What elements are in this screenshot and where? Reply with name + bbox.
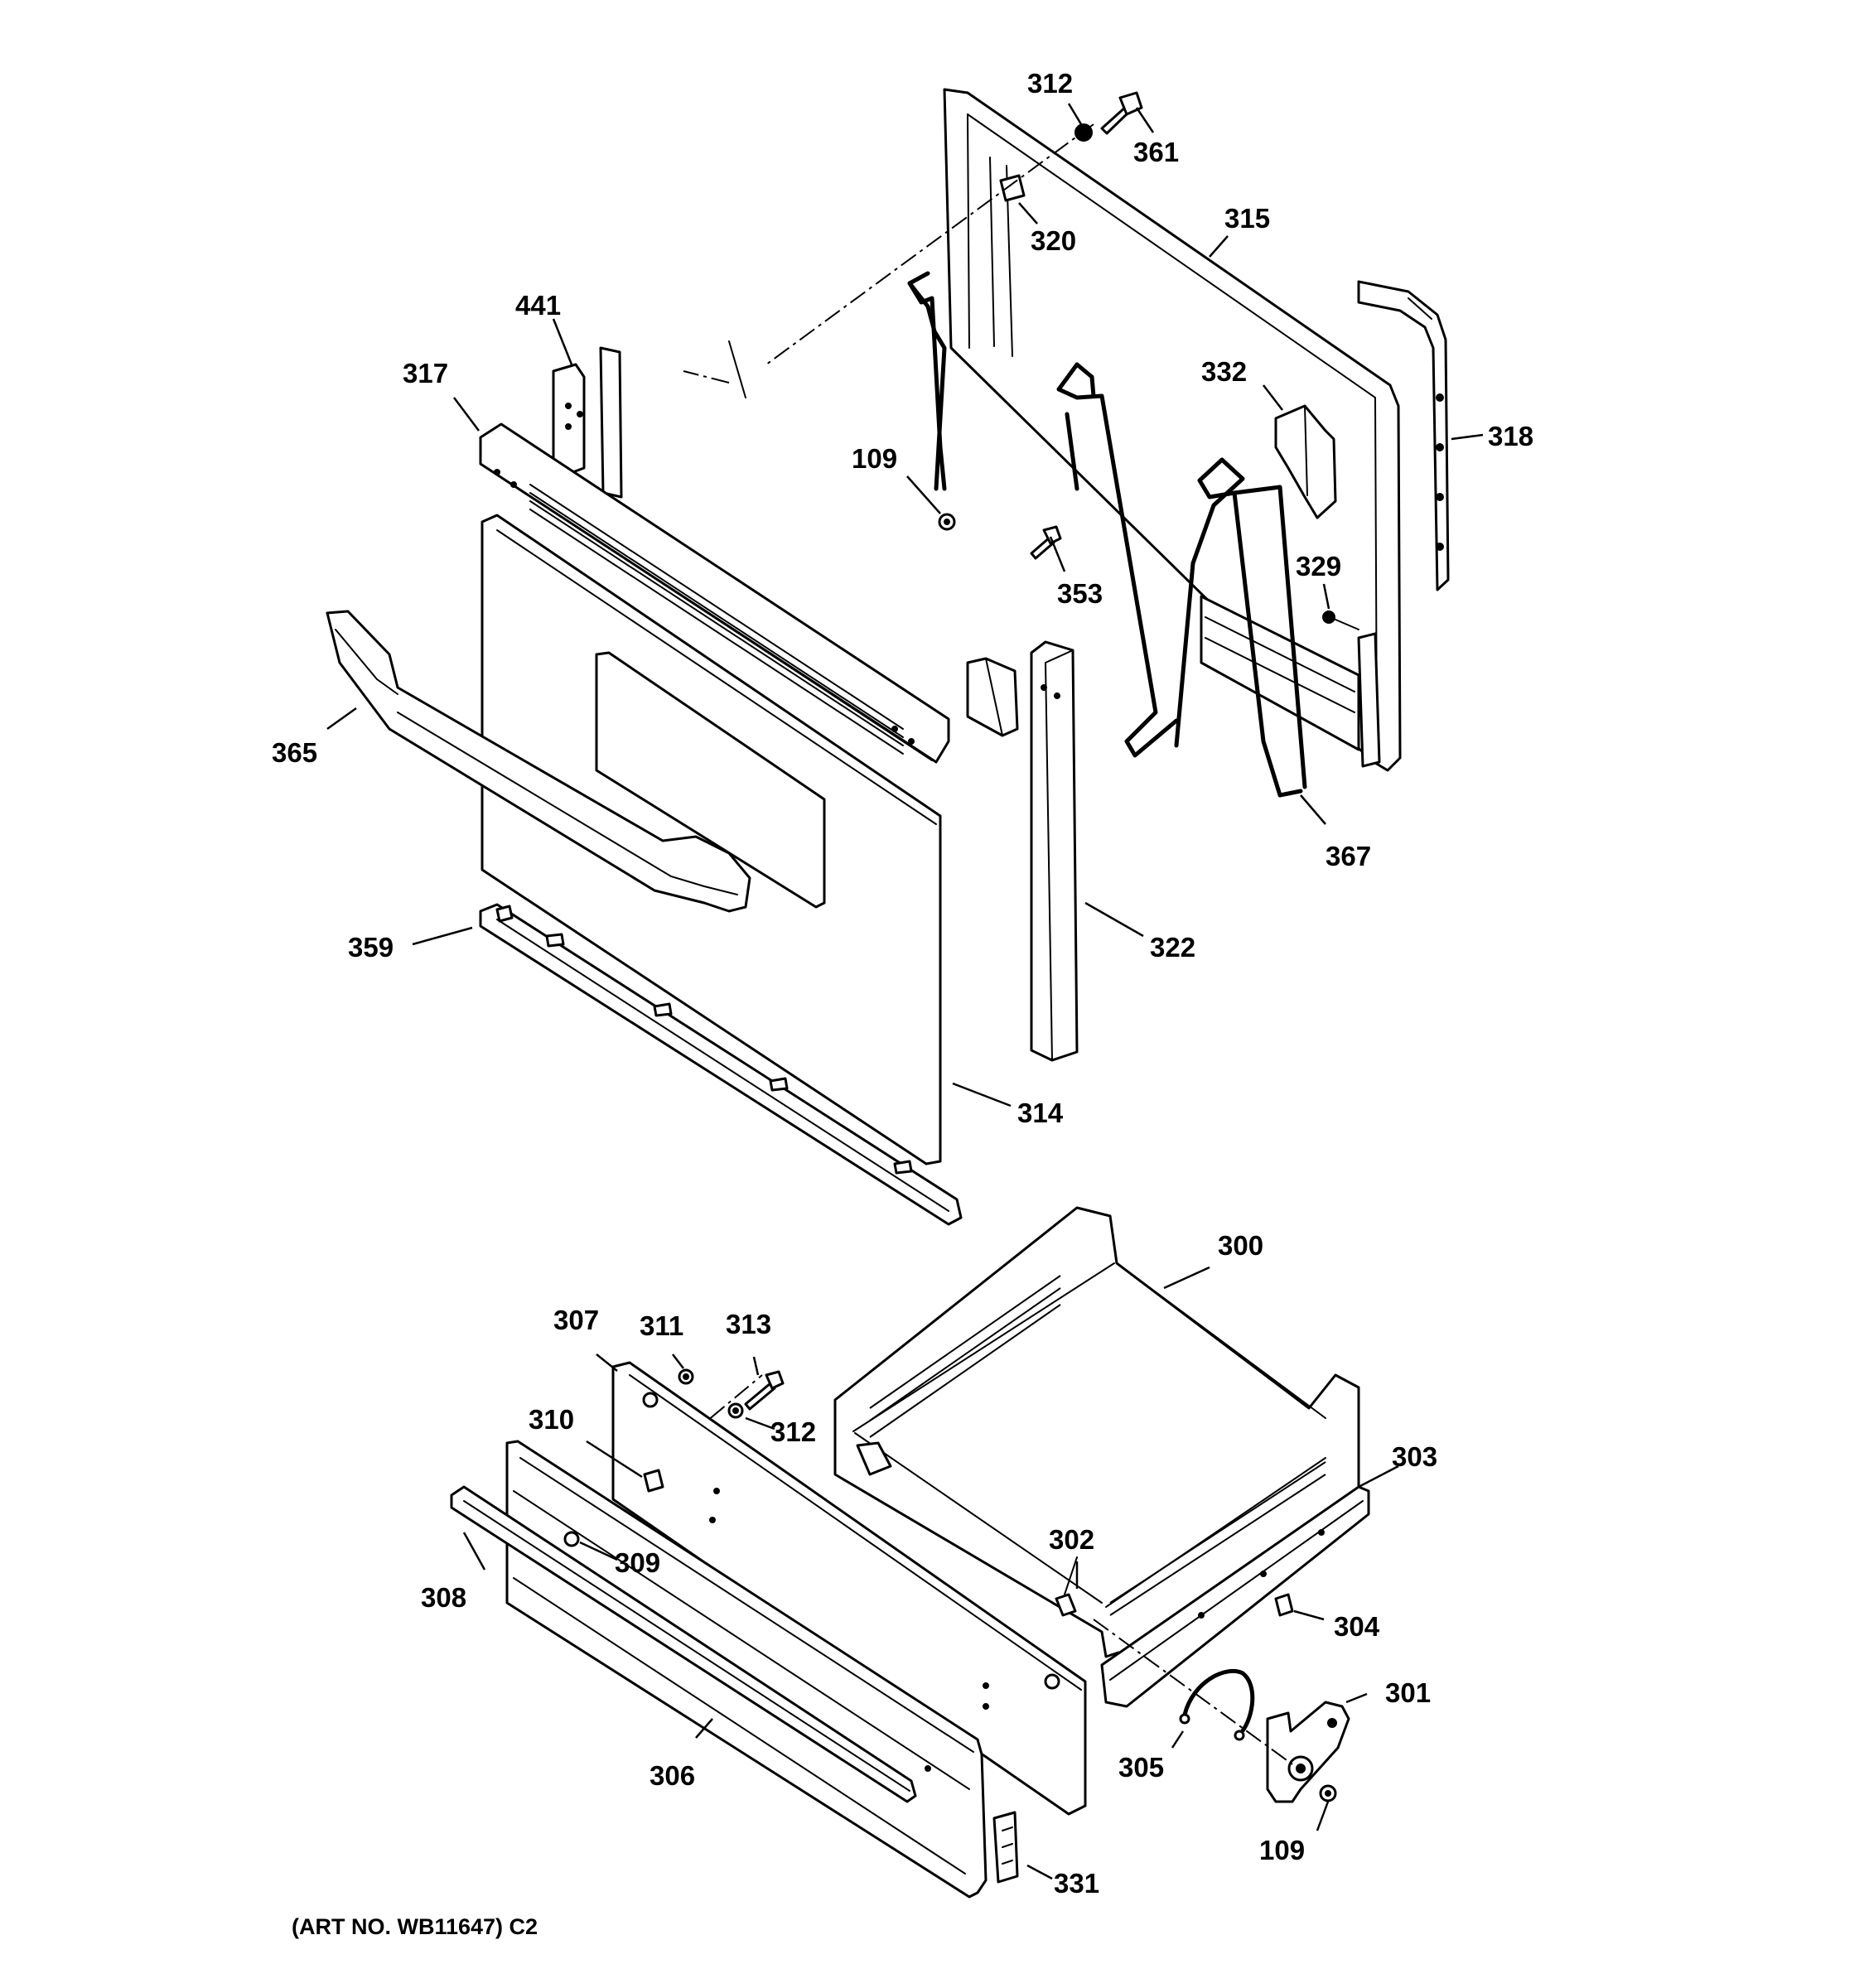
clip-320 [999, 174, 1026, 202]
vent-trim-317 [479, 422, 950, 764]
callout-365: 365 [272, 737, 317, 768]
clip-304 [1274, 1593, 1294, 1617]
screw-361 [1100, 91, 1143, 135]
screw-313 [744, 1370, 785, 1411]
clip-310 [643, 1469, 664, 1493]
screw-353 [1030, 525, 1062, 560]
callout-314: 314 [1017, 1098, 1064, 1128]
nut-109-upper [938, 513, 956, 531]
wire-guide-367 [907, 271, 1307, 798]
callout-313: 313 [726, 1309, 771, 1339]
drawer-front-306 [505, 1440, 988, 1899]
assembly-axis-line-2 [683, 370, 730, 384]
door-handle-365 [326, 610, 751, 913]
callout-322: 322 [1150, 932, 1195, 963]
callout-308: 308 [421, 1582, 466, 1613]
nut-109-lower [1319, 1784, 1337, 1802]
callout-315: 315 [1224, 203, 1270, 234]
callout-312-lower: 312 [770, 1416, 816, 1447]
callout-301: 301 [1385, 1677, 1431, 1708]
callout-353: 353 [1057, 578, 1103, 609]
drawer-rail-303 [1100, 1485, 1370, 1708]
callout-109-lower: 109 [1259, 1835, 1305, 1865]
retaining-ring-305 [1179, 1668, 1255, 1741]
callout-307: 307 [553, 1305, 599, 1335]
side-trim-318 [1357, 280, 1450, 591]
callout-332: 332 [1201, 356, 1247, 387]
callout-359: 359 [348, 932, 394, 963]
callout-109-upper: 109 [852, 443, 897, 474]
art-number: (ART NO. WB11647) C2 [292, 1914, 538, 1939]
callout-310: 310 [529, 1404, 574, 1435]
bracket-331 [992, 1811, 1019, 1884]
leader-lines [326, 103, 1484, 1880]
callout-302: 302 [1049, 1524, 1094, 1555]
screw-329 [1322, 610, 1359, 630]
callout-311: 311 [640, 1310, 683, 1341]
drawer-inner-panel-307 [611, 1361, 1087, 1816]
callout-306: 306 [650, 1760, 695, 1791]
callout-361: 361 [1133, 137, 1179, 167]
callout-320: 320 [1031, 225, 1076, 256]
callout-303: 303 [1392, 1441, 1437, 1472]
nut-312-lower [727, 1402, 744, 1419]
callout-305: 305 [1118, 1752, 1164, 1783]
roller-bracket-301 [1266, 1701, 1350, 1803]
callout-441: 441 [515, 290, 561, 321]
callout-318: 318 [1488, 421, 1533, 451]
callout-309: 309 [615, 1547, 660, 1578]
callout-312-upper: 312 [1027, 68, 1073, 99]
callout-304: 304 [1334, 1611, 1380, 1642]
drawer-body-300 [833, 1206, 1360, 1667]
nut-311 [678, 1368, 694, 1385]
callout-labels: 312 361 320 315 441 317 332 318 109 353 … [272, 68, 1533, 1899]
lower-assembly-axis [1093, 1619, 1293, 1765]
bracket-332 [1274, 404, 1337, 519]
callout-317: 317 [403, 358, 448, 388]
outer-door-panel-314 [480, 514, 942, 1165]
drawer-handle-308 [450, 1485, 917, 1803]
stud-302 [1055, 1556, 1078, 1617]
callout-329: 329 [1296, 551, 1341, 581]
side-post-322 [966, 640, 1079, 1062]
hinge-bracket-441 [552, 346, 623, 499]
callout-367: 367 [1326, 841, 1371, 871]
assembly-axis-line [765, 123, 1094, 365]
callout-300: 300 [1218, 1230, 1263, 1261]
callout-331: 331 [1054, 1868, 1099, 1899]
door-bottom-trim-359 [479, 903, 963, 1226]
